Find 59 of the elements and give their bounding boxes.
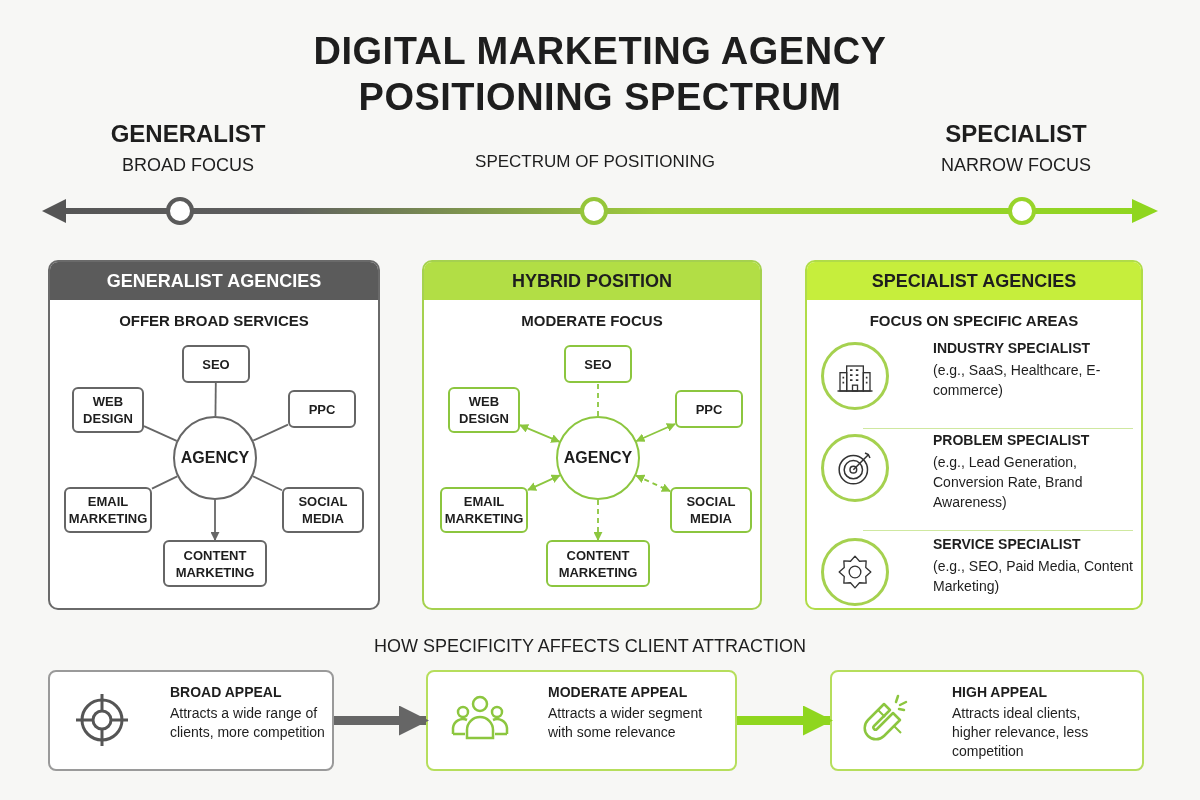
arrow — [635, 474, 671, 493]
service-box: SOCIAL MEDIA — [670, 487, 752, 533]
appeal-title: BROAD APPEAL — [170, 684, 282, 700]
appeal-title: MODERATE APPEAL — [548, 684, 688, 700]
specialist-examples: (e.g., SEO, Paid Media, Content Marketing) — [933, 557, 1134, 596]
section-heading: HOW SPECIFICITY AFFECTS CLIENT ATTRACTION — [372, 636, 807, 657]
connector-line — [143, 425, 178, 442]
specialist-examples: (e.g., SaaS, Healthcare, E-commerce) — [933, 361, 1102, 400]
service-box: EMAIL MARKETING — [440, 487, 528, 533]
service-box: SOCIAL MEDIA — [282, 487, 364, 533]
agency-panel — [48, 260, 380, 610]
spectrum-end-heading: SPECIALIST — [944, 120, 1088, 148]
service-box: SEO — [564, 345, 632, 383]
service-box: PPC — [288, 390, 356, 428]
arrow — [519, 424, 561, 443]
connector-line — [151, 475, 179, 490]
service-box: EMAIL MARKETING — [64, 487, 152, 533]
spectrum-end-heading: GENERALIST — [109, 120, 267, 148]
panel-header: HYBRID POSITION — [424, 262, 760, 300]
panel-header: SPECIALIST AGENCIES — [807, 262, 1141, 300]
service-box: WEB DESIGN — [72, 387, 144, 433]
agency-circle: AGENCY — [556, 416, 640, 500]
service-box: PPC — [675, 390, 743, 428]
arrow — [635, 423, 676, 442]
agency-panel — [422, 260, 762, 610]
spectrum-caption: SPECTRUM OF POSITIONING — [474, 152, 716, 172]
arrow — [593, 499, 603, 541]
arrow — [334, 705, 429, 736]
spectrum-end-caption: BROAD FOCUS — [121, 155, 255, 176]
arrow — [527, 474, 561, 491]
specialist-title: INDUSTRY SPECIALIST — [933, 340, 1091, 356]
appeal-description: Attracts ideal clients, higher relevance, less competition — [952, 704, 1090, 761]
panel-subheading: FOCUS ON SPECIFIC AREAS — [868, 312, 1080, 329]
connector-line — [214, 382, 217, 417]
appeal-card — [426, 670, 737, 771]
spectrum-end-caption: NARROW FOCUS — [940, 155, 1092, 176]
service-box: SEO — [182, 345, 250, 383]
appeal-description: Attracts a wide range of clients, more competition — [170, 704, 326, 742]
agency-panel — [805, 260, 1143, 610]
connector-line — [597, 382, 599, 417]
service-box: WEB DESIGN — [448, 387, 520, 433]
appeal-card — [830, 670, 1144, 771]
agency-circle: AGENCY — [173, 416, 257, 500]
service-box: CONTENT MARKETING — [546, 540, 650, 587]
specialist-title: PROBLEM SPECIALIST — [933, 432, 1090, 448]
specialist-examples: (e.g., Lead Generation, Conversion Rate, Brand Awareness) — [933, 453, 1084, 512]
appeal-card — [48, 670, 334, 771]
diagram-title: DIGITAL MARKETING AGENCY POSITIONING SPECTRUM — [312, 29, 888, 120]
arrow — [210, 499, 220, 541]
service-box: CONTENT MARKETING — [163, 540, 267, 587]
arrow — [737, 705, 833, 736]
appeal-title: HIGH APPEAL — [952, 684, 1048, 700]
appeal-description: Attracts a wider segment with some relevance — [548, 704, 704, 742]
panel-subheading: MODERATE FOCUS — [520, 312, 664, 329]
panel-subheading: OFFER BROAD SERVICES — [118, 312, 310, 329]
connector-line — [251, 475, 283, 492]
connector-line — [252, 423, 289, 442]
specialist-title: SERVICE SPECIALIST — [933, 536, 1081, 552]
panel-header: GENERALIST AGENCIES — [50, 262, 378, 300]
